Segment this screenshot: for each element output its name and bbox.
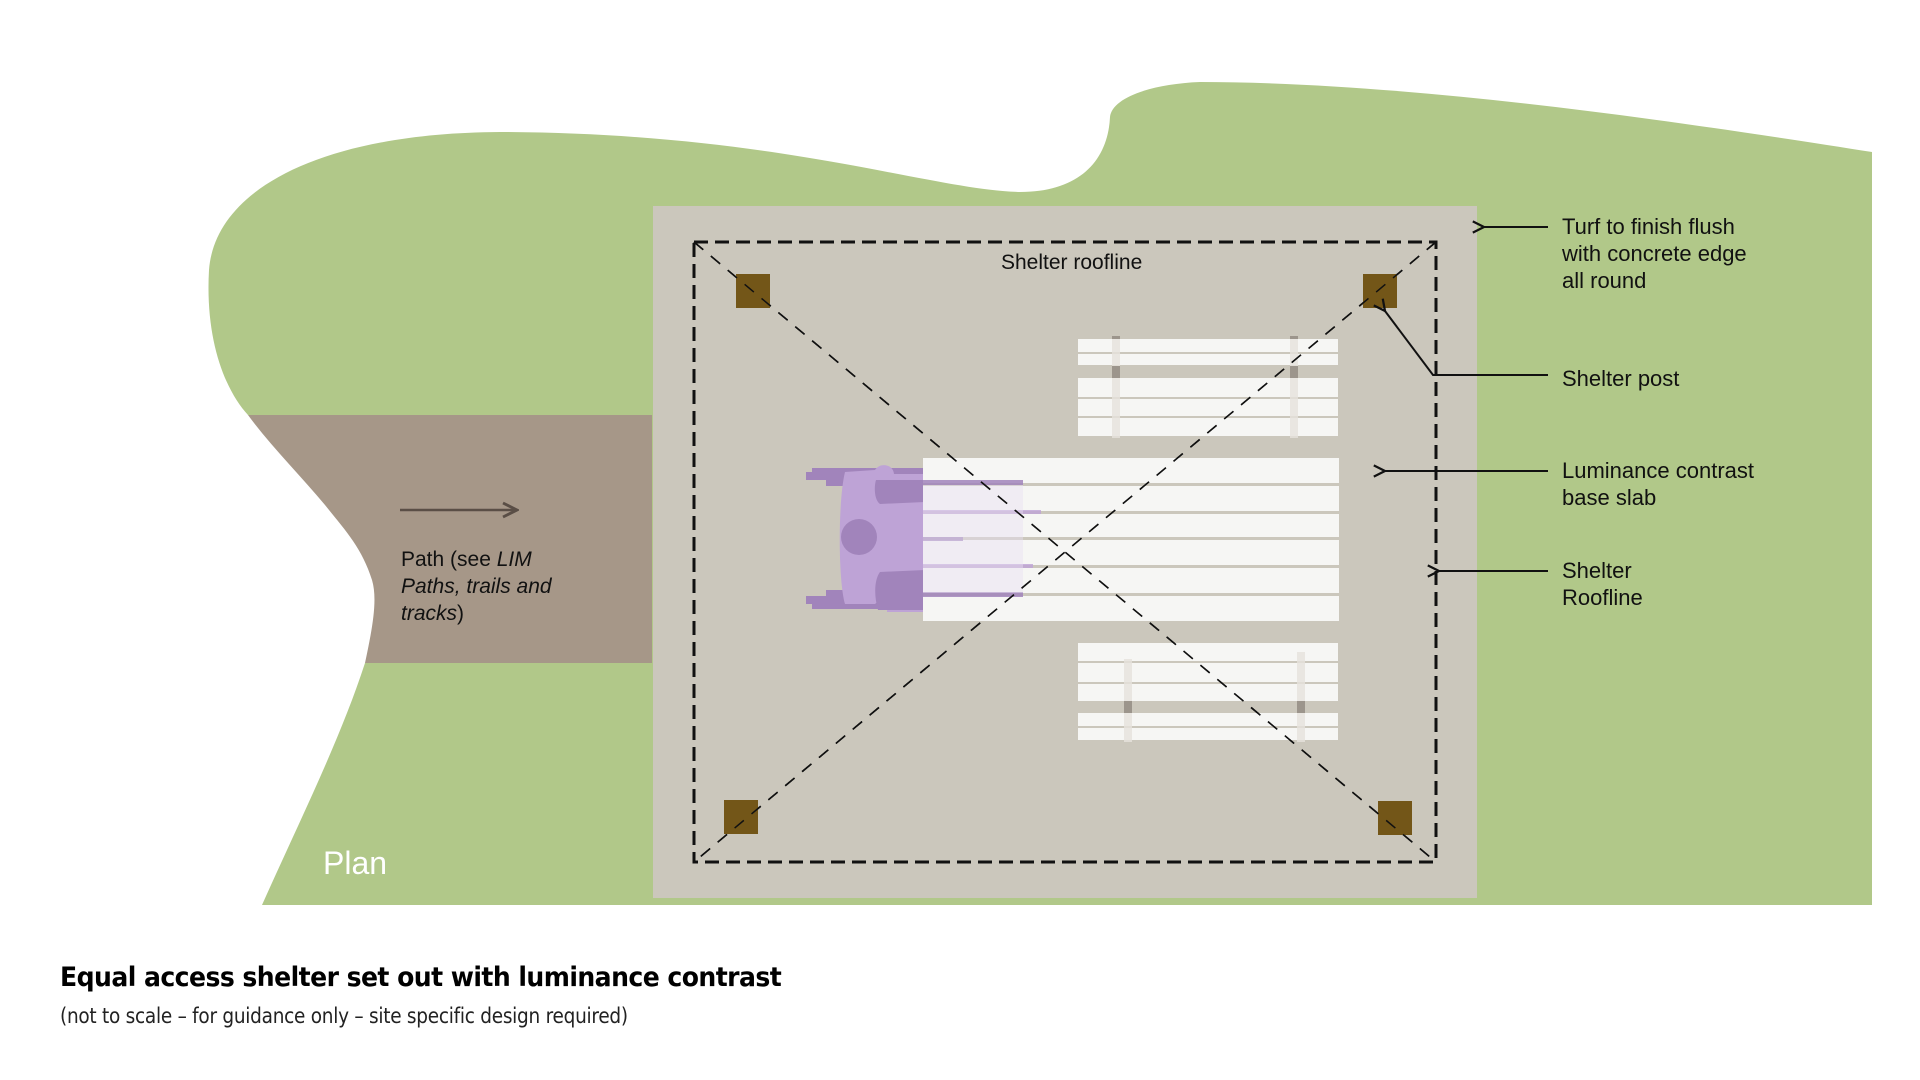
- shelter-post-top-right: [1363, 274, 1397, 308]
- bench-bottom: [1078, 643, 1338, 742]
- caption-title: Equal access shelter set out with lumina…: [60, 962, 782, 993]
- caption-subtitle: (not to scale – for guidance only – site…: [60, 1004, 628, 1028]
- callout-slab-text: Luminance contrast base slab: [1562, 458, 1760, 510]
- path-label-ref-2[interactable]: Paths, trails and: [401, 575, 553, 598]
- path-label-tail: ): [457, 602, 464, 625]
- post-diagonal-overlay-1: [693, 241, 1437, 863]
- callout-post-text: Shelter post: [1562, 366, 1679, 391]
- post-diagonal-overlay-2: [693, 241, 1437, 863]
- callout-turf-text: Turf to finish flush with concrete edge …: [1561, 214, 1753, 293]
- wheelchair-icon: [806, 465, 927, 612]
- path-surface: [248, 415, 652, 663]
- path-label-lead: Path (see: [401, 548, 497, 571]
- shelter-post-bottom-left: [724, 800, 758, 834]
- roofline-label: Shelter roofline: [1001, 251, 1142, 274]
- path-label-ref-3[interactable]: tracks: [401, 602, 458, 625]
- shelter-post-bottom-right: [1378, 801, 1412, 835]
- picnic-table: [923, 458, 1339, 621]
- callout-roofline-text: Shelter Roofline: [1562, 558, 1643, 610]
- view-label-plan: Plan: [323, 845, 387, 881]
- path-label-ref-1[interactable]: LIM: [497, 548, 533, 571]
- callout-post-leader: [1385, 311, 1548, 376]
- path-label: Path (see LIM Paths, trails and tracks): [401, 548, 557, 625]
- shelter-roofline: [692, 240, 1438, 864]
- bench-top: [1078, 336, 1338, 438]
